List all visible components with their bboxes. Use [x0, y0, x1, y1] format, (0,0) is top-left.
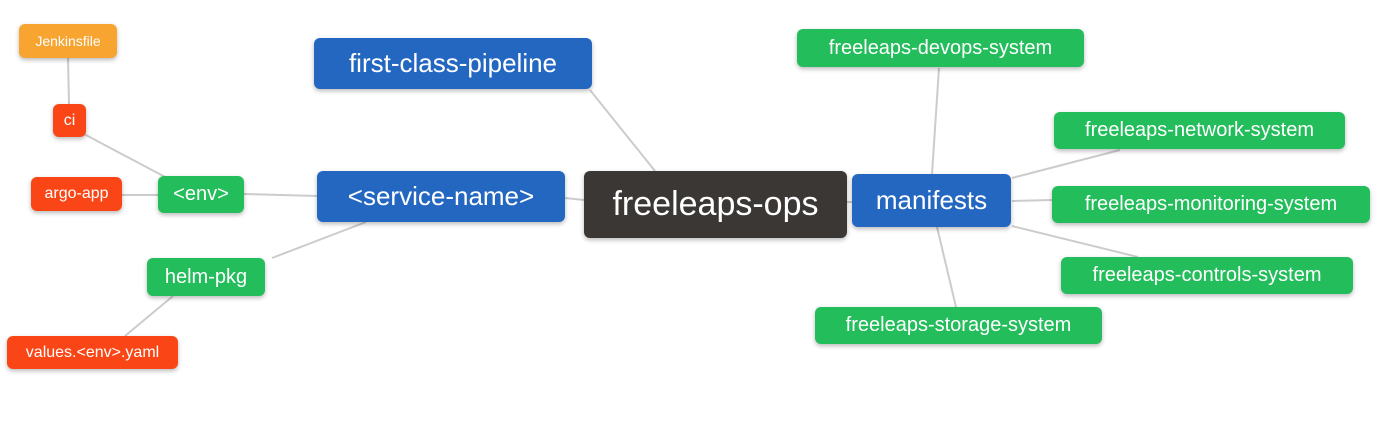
node-label: freeleaps-ops — [612, 185, 819, 223]
edge-ci-env — [83, 133, 168, 179]
edge-service-name-freeleaps-ops — [564, 197, 585, 201]
node-label: freeleaps-controls-system — [1092, 264, 1322, 286]
node-ci[interactable]: ci — [53, 104, 86, 137]
node-label: freeleaps-storage-system — [845, 314, 1072, 336]
edge-values-env-yaml-helm-pkg — [124, 295, 174, 337]
node-manifests[interactable]: manifests — [852, 174, 1011, 227]
node-label: manifests — [875, 185, 988, 215]
node-label: freeleaps-monitoring-system — [1084, 193, 1338, 215]
node-helm-pkg[interactable]: helm-pkg — [147, 258, 265, 296]
node-label: values.<env>.yaml — [25, 343, 160, 361]
node-values-env-yaml[interactable]: values.<env>.yaml — [7, 336, 178, 369]
edge-manifests-controls-system — [1011, 225, 1139, 258]
node-jenkinsfile[interactable]: Jenkinsfile — [19, 24, 117, 58]
node-label: <env> — [173, 183, 229, 205]
node-label: freeleaps-devops-system — [828, 36, 1053, 59]
node-monitoring-system[interactable]: freeleaps-monitoring-system — [1052, 186, 1370, 223]
node-label: argo-app — [44, 185, 109, 202]
edge-manifests-network-system — [1011, 149, 1121, 179]
edge-helm-pkg-service-name — [271, 221, 367, 259]
edge-env-service-name — [243, 193, 318, 197]
node-devops-system[interactable]: freeleaps-devops-system — [797, 29, 1084, 67]
node-label: <service-name> — [347, 181, 535, 211]
node-storage-system[interactable]: freeleaps-storage-system — [815, 307, 1102, 344]
node-controls-system[interactable]: freeleaps-controls-system — [1061, 257, 1353, 294]
node-freeleaps-ops[interactable]: freeleaps-ops — [584, 171, 847, 238]
node-label: Jenkinsfile — [35, 33, 101, 49]
node-argo-app[interactable]: argo-app — [31, 177, 122, 211]
node-label: first-class-pipeline — [348, 48, 558, 78]
edge-first-class-pipeline-freeleaps-ops — [589, 89, 656, 172]
edge-jenkinsfile-ci — [67, 57, 70, 105]
node-label: ci — [63, 111, 76, 129]
node-label: helm-pkg — [164, 265, 248, 288]
node-label: freeleaps-network-system — [1085, 119, 1314, 141]
node-network-system[interactable]: freeleaps-network-system — [1054, 112, 1345, 149]
edge-manifests-devops-system — [931, 67, 940, 175]
node-first-class-pipeline[interactable]: first-class-pipeline — [314, 38, 592, 89]
edge-manifests-storage-system — [936, 226, 957, 308]
edge-manifests-monitoring-system — [1011, 199, 1053, 202]
node-service-name[interactable]: <service-name> — [317, 171, 565, 222]
node-env[interactable]: <env> — [158, 176, 244, 213]
